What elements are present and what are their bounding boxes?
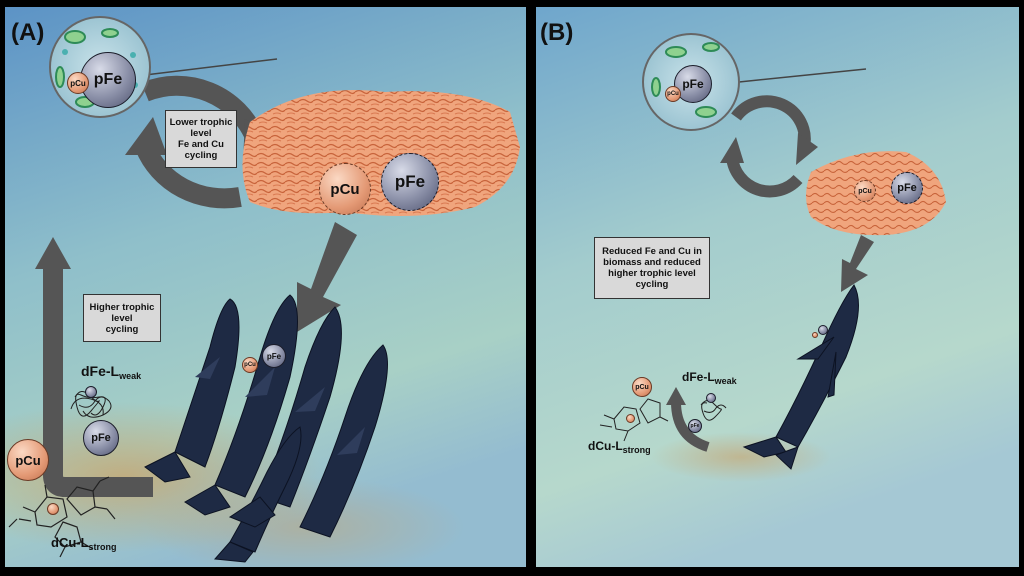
higher-trophic-arrow <box>43 267 153 497</box>
dfe-ligand-core <box>85 386 97 398</box>
small-return-arrow-b <box>671 401 710 452</box>
dfe-ligand-tangle <box>70 391 112 418</box>
arrow-krill-to-whale-b <box>841 235 874 292</box>
inset-pcu-particle-b: pCu <box>665 86 681 102</box>
free-pfe-particle: pFe <box>83 420 119 456</box>
dfe-ligand-core-b <box>706 393 716 403</box>
whale-cu-dot-b <box>812 332 818 338</box>
krill-pfe-particle-b: pFe <box>891 172 923 204</box>
whale-pfe-particle: pFe <box>262 344 286 368</box>
panel-a: (A) pFe pCu Lower trophic level Fe and C… <box>5 7 526 567</box>
dcu-strong-label: dCu-Lstrong <box>51 535 117 552</box>
lower-trophic-box: Lower trophic level Fe and Cu cycling <box>165 110 237 168</box>
cycle-arrow-bottom-b <box>726 156 803 198</box>
reduced-cycling-box: Reduced Fe and Cu in biomass and reduced… <box>594 237 710 299</box>
dfe-weak-label: dFe-Lweak <box>81 363 142 381</box>
arrow-krill-to-whales <box>297 222 357 332</box>
cycle-arrow-bottom <box>135 142 242 209</box>
panel-a-label: (A) <box>11 19 45 46</box>
panel-b: (B) pFe pCu pCu pFe Reduced Fe and Cu in… <box>536 7 1019 567</box>
dcu-ligand-core <box>47 503 59 515</box>
panel-a-art <box>5 7 526 567</box>
free-pcu-particle: pCu <box>7 439 49 481</box>
dcu-ligand-molecule <box>8 476 116 558</box>
whale-pcu-particle: pCu <box>242 357 258 373</box>
krill-swarm <box>242 90 520 216</box>
inset-pfe-particle: pFe <box>80 52 136 108</box>
cycle-arrow-top-b <box>731 95 811 149</box>
krill-pfe-particle: pFe <box>381 153 439 211</box>
dcu-strong-label-b: dCu-Lstrong <box>588 439 651 455</box>
whale-pod <box>144 294 388 563</box>
free-pcu-particle-b: pCu <box>632 377 652 397</box>
higher-trophic-box: Higher trophic level cycling <box>83 294 161 342</box>
single-whale <box>742 284 859 470</box>
krill-pcu-particle: pCu <box>319 163 371 215</box>
whale-fe-dot-b <box>818 325 828 335</box>
free-pfe-particle-b: pFe <box>688 419 702 433</box>
dcu-ligand-molecule-b <box>599 398 669 442</box>
dcu-ligand-core-b <box>626 414 635 423</box>
panel-b-label: (B) <box>540 19 574 46</box>
inset-pcu-particle: pCu <box>67 72 89 94</box>
krill-pcu-particle-b: pCu <box>854 180 876 202</box>
dfe-weak-label-b: dFe-Lweak <box>682 370 737 386</box>
